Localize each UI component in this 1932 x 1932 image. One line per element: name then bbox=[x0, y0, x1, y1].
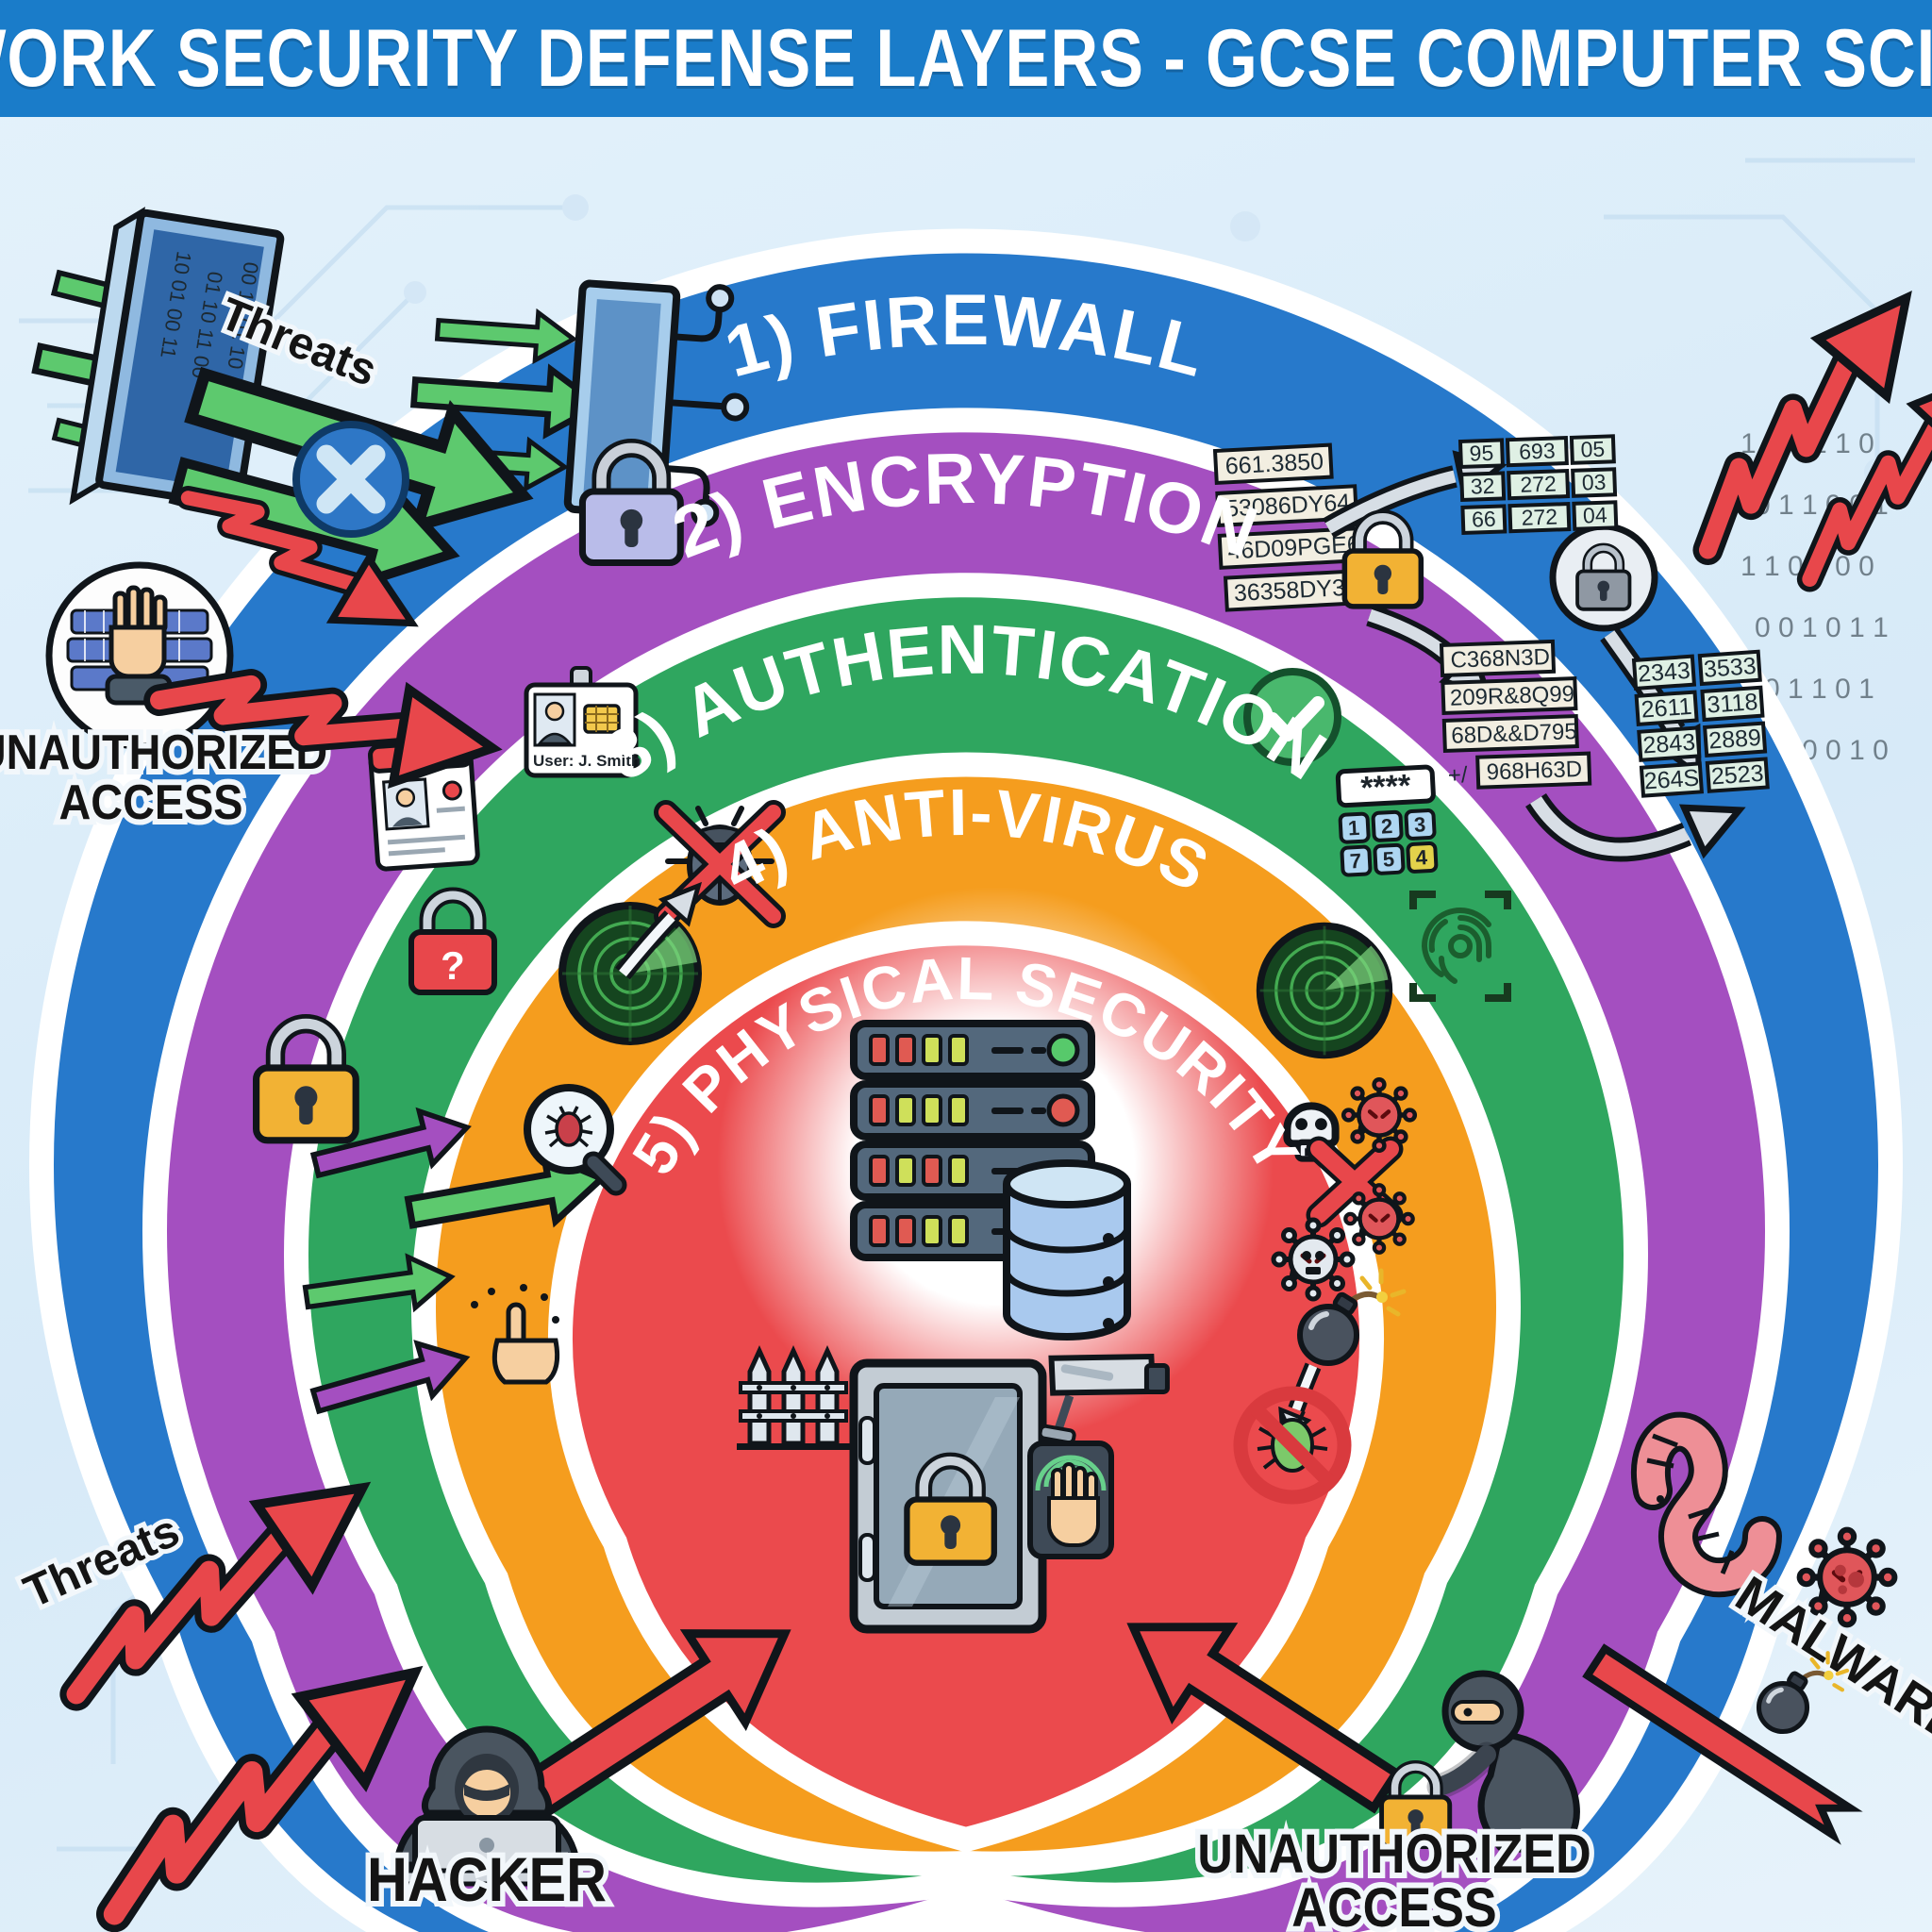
worm-icon bbox=[1631, 1411, 1782, 1597]
hash-cell: 3118 bbox=[1707, 689, 1759, 719]
hash-cell: 04 bbox=[1583, 503, 1608, 528]
hash-cell: 03 bbox=[1581, 470, 1606, 495]
cipher-tags-mid: C368N3D 209R&8Q99 68D&&D795 +/ 968H63D bbox=[1439, 639, 1592, 790]
cipher-tags-left: 661.3850 53086DY64 46D09PGE6 36358DY3F bbox=[1212, 442, 1363, 612]
hash-cell: 2889 bbox=[1707, 724, 1761, 755]
thief-cluster: UNAUTHORIZED ACCESS bbox=[1105, 1583, 1596, 1932]
cipher-prefix: +/ bbox=[1447, 762, 1468, 789]
virus-icon bbox=[1343, 1079, 1415, 1151]
hash-cell: 272 bbox=[1520, 471, 1557, 496]
thief-icon bbox=[1382, 1670, 1580, 1857]
magnifier-bug-icon bbox=[524, 1084, 627, 1196]
cursor-hand-icon bbox=[471, 1284, 560, 1385]
hacker-icon bbox=[391, 1725, 582, 1887]
cipher-text: C368N3D bbox=[1450, 644, 1550, 674]
id-badge-icon: User: J. Smith bbox=[524, 666, 641, 778]
server-rack-icon bbox=[850, 1020, 1131, 1341]
hash-grid-top-right: 95 693 05 32 272 03 66 272 04 bbox=[1457, 434, 1619, 536]
scan-arrow-fill bbox=[619, 913, 675, 977]
question-mark: ? bbox=[441, 943, 465, 988]
cipher-text: 209R&8Q99 bbox=[1449, 681, 1574, 711]
hash-cell: 2843 bbox=[1642, 729, 1696, 759]
hash-cell: 272 bbox=[1521, 504, 1557, 529]
blocked-threat-cluster: 10 01 00 11 01 10 11 00 00 11 01 10 Thre… bbox=[31, 207, 541, 659]
cctv-camera-icon bbox=[1038, 1354, 1170, 1445]
password-mask: **** bbox=[1359, 768, 1412, 807]
hash-cell: 264S bbox=[1643, 765, 1700, 795]
keypad-key: 2 bbox=[1380, 814, 1393, 839]
fence-icon bbox=[737, 1344, 850, 1450]
check-circle-icon bbox=[1243, 668, 1341, 766]
no-bug-icon bbox=[1233, 1386, 1352, 1505]
database-icon bbox=[1003, 1159, 1131, 1341]
swoosh-arrow-fill bbox=[1530, 796, 1690, 857]
ribbon-arrow bbox=[1582, 1643, 1863, 1845]
hash-cell: 95 bbox=[1469, 441, 1493, 466]
blocked-circle-icon bbox=[292, 421, 409, 538]
keypad-key: 3 bbox=[1413, 812, 1426, 837]
arrow-fill bbox=[1324, 470, 1457, 534]
hash-grid-right: 2343 3533 2611 3118 2843 2889 264S 2523 bbox=[1631, 649, 1770, 798]
padlock-question-icon: ? bbox=[411, 895, 494, 992]
password-keypad: **** 1 2 3 7 5 4 bbox=[1335, 764, 1439, 877]
page-title: NETWORK SECURITY DEFENSE LAYERS - GCSE C… bbox=[0, 12, 1932, 104]
unauthorized-left-line1: UNAUTHORIZED bbox=[0, 725, 327, 780]
unauthorized-access-left: UNAUTHORIZED ACCESS bbox=[0, 561, 502, 835]
fingerprint-icon bbox=[1409, 891, 1511, 1002]
unauthorized-bottom-line2: ACCESS bbox=[1291, 1876, 1496, 1932]
keypad-key: 1 bbox=[1347, 816, 1360, 841]
cipher-text: 68D&&D795 bbox=[1451, 719, 1577, 749]
cipher-text: 36358DY3F bbox=[1233, 574, 1360, 607]
hash-cell: 32 bbox=[1470, 474, 1494, 499]
keypad-key: 4 bbox=[1415, 845, 1428, 870]
hacker-cluster: HACKER bbox=[361, 1590, 813, 1920]
title-bar: NETWORK SECURITY DEFENSE LAYERS - GCSE C… bbox=[0, 0, 1932, 117]
hash-cell: 66 bbox=[1472, 507, 1496, 532]
badge-user-text: User: J. Smith bbox=[533, 752, 641, 770]
malware-virus-icon bbox=[1800, 1530, 1895, 1625]
hacker-label: HACKER bbox=[367, 1845, 607, 1915]
hash-cell: 2523 bbox=[1710, 760, 1764, 791]
hash-cell: 693 bbox=[1519, 439, 1556, 464]
traffic-filter-icon bbox=[303, 1101, 608, 1426]
skull-virus-icon bbox=[1274, 1220, 1353, 1299]
hash-cell: 2611 bbox=[1641, 693, 1693, 724]
vault-door-icon bbox=[849, 1358, 1047, 1634]
unauthorized-bottom-line1: UNAUTHORIZED bbox=[1197, 1823, 1591, 1884]
radar-icon-right bbox=[1260, 926, 1390, 1056]
keypad-key: 7 bbox=[1349, 849, 1362, 874]
virus-icon bbox=[1345, 1185, 1412, 1252]
keyboard-hand-icon bbox=[45, 561, 234, 750]
hand-scanner-icon bbox=[1027, 1441, 1114, 1559]
cipher-text: 968H63D bbox=[1486, 757, 1582, 786]
lock-circle-icon bbox=[1549, 523, 1658, 632]
hash-cell: 3533 bbox=[1703, 653, 1757, 683]
hash-cell: 05 bbox=[1580, 437, 1605, 462]
deflected-bolts-top-right bbox=[1654, 275, 1932, 585]
keypad-key: 5 bbox=[1382, 847, 1395, 872]
cipher-text: 661.3850 bbox=[1224, 448, 1324, 479]
matrix-row: 0 0 1 0 1 1 bbox=[1755, 612, 1889, 643]
hash-cell: 2343 bbox=[1637, 658, 1690, 688]
unauthorized-left-line2: ACCESS bbox=[59, 775, 243, 830]
